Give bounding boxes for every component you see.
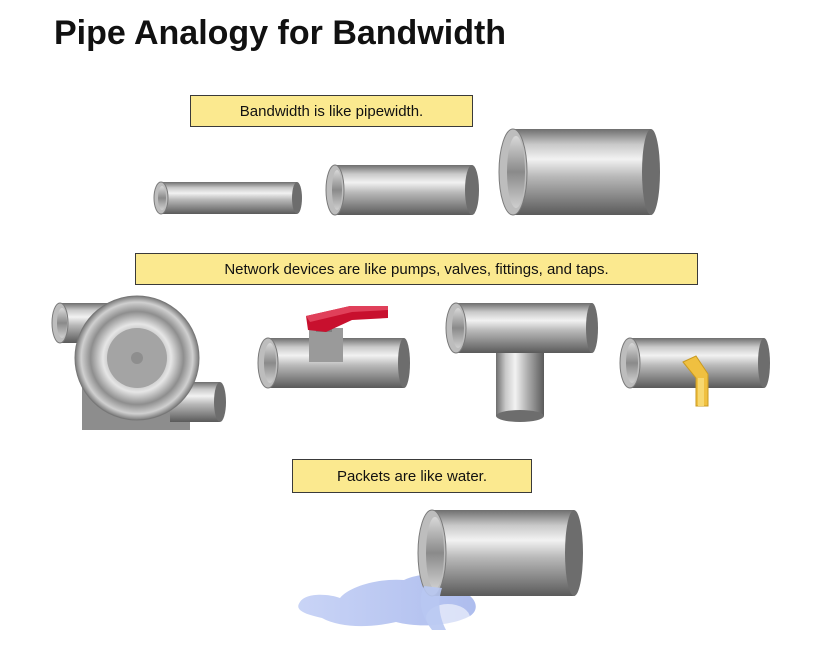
valve — [257, 306, 410, 389]
caption-bandwidth-text: Bandwidth is like pipewidth. — [239, 102, 424, 120]
caption-packets-text: Packets are like water. — [336, 467, 488, 485]
caption-bandwidth: Bandwidth is like pipewidth. — [190, 95, 473, 127]
page-title: Pipe Analogy for Bandwidth — [54, 14, 507, 52]
pump — [51, 295, 226, 430]
caption-packets: Packets are like water. — [292, 459, 532, 493]
caption-devices: Network devices are like pumps, valves, … — [135, 253, 698, 285]
tap — [619, 337, 770, 407]
pipe-narrow — [153, 181, 302, 215]
pipe-wide — [498, 128, 660, 216]
tee-fitting — [445, 302, 598, 422]
pouring-pipe — [417, 509, 583, 630]
caption-devices-text: Network devices are like pumps, valves, … — [224, 260, 609, 278]
pipe-medium — [325, 164, 479, 216]
